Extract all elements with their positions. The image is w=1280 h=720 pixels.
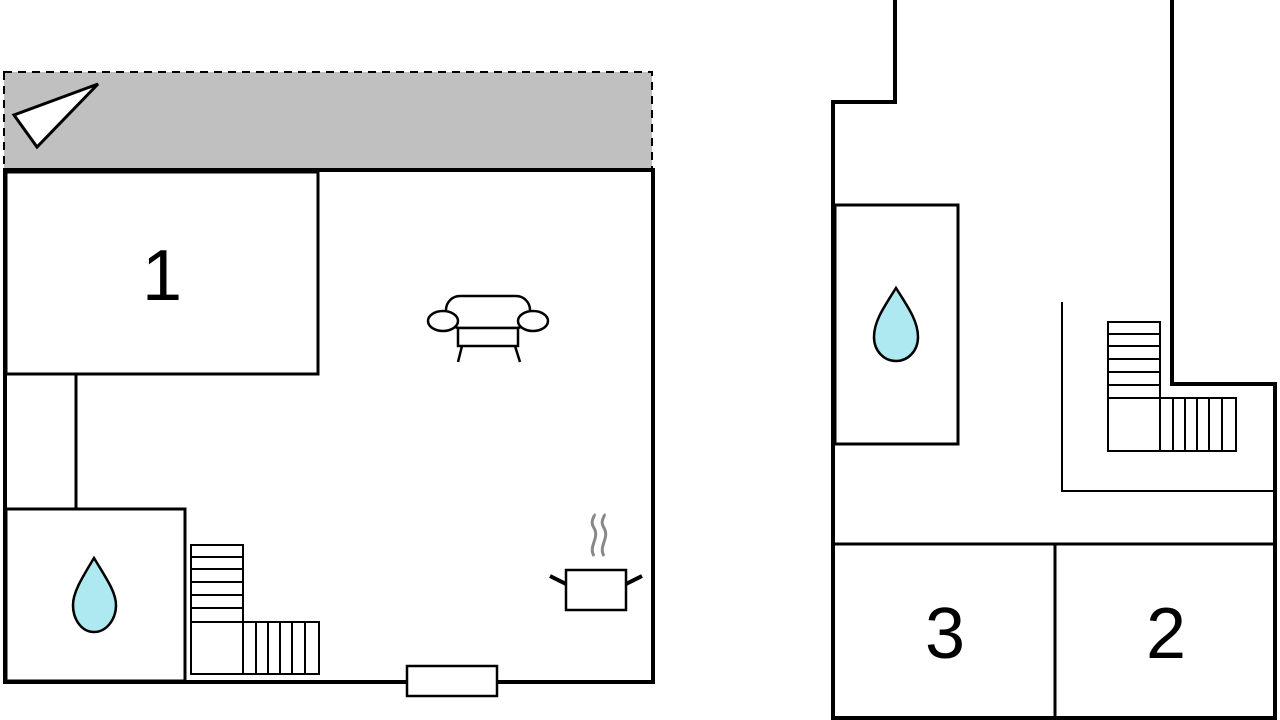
ground-floor-bathroom [4,507,187,683]
room-3-number: 3 [925,594,965,674]
window-icon [405,664,499,698]
cooking-pot-icon [549,512,643,612]
upper-floor-bathroom [833,203,960,446]
ground-floor-outer-wall [3,168,655,684]
terrace-area [3,71,653,171]
room-1-number: 1 [142,236,182,316]
water-drop-icon [71,555,118,634]
compass-arrow-icon [11,82,100,150]
stairs-icon [1107,321,1237,452]
ground-floor-plan: 1 [3,71,655,698]
room-2-number: 2 [1146,594,1186,674]
stairs-icon [190,544,320,675]
room-1 [4,170,320,376]
upper-floor-plan: 3 2 [831,0,1277,720]
sofa-icon [426,294,550,363]
stair-well-wall [1061,302,1274,492]
upper-floor-outer-wall [831,0,1277,720]
water-drop-icon [872,285,920,363]
